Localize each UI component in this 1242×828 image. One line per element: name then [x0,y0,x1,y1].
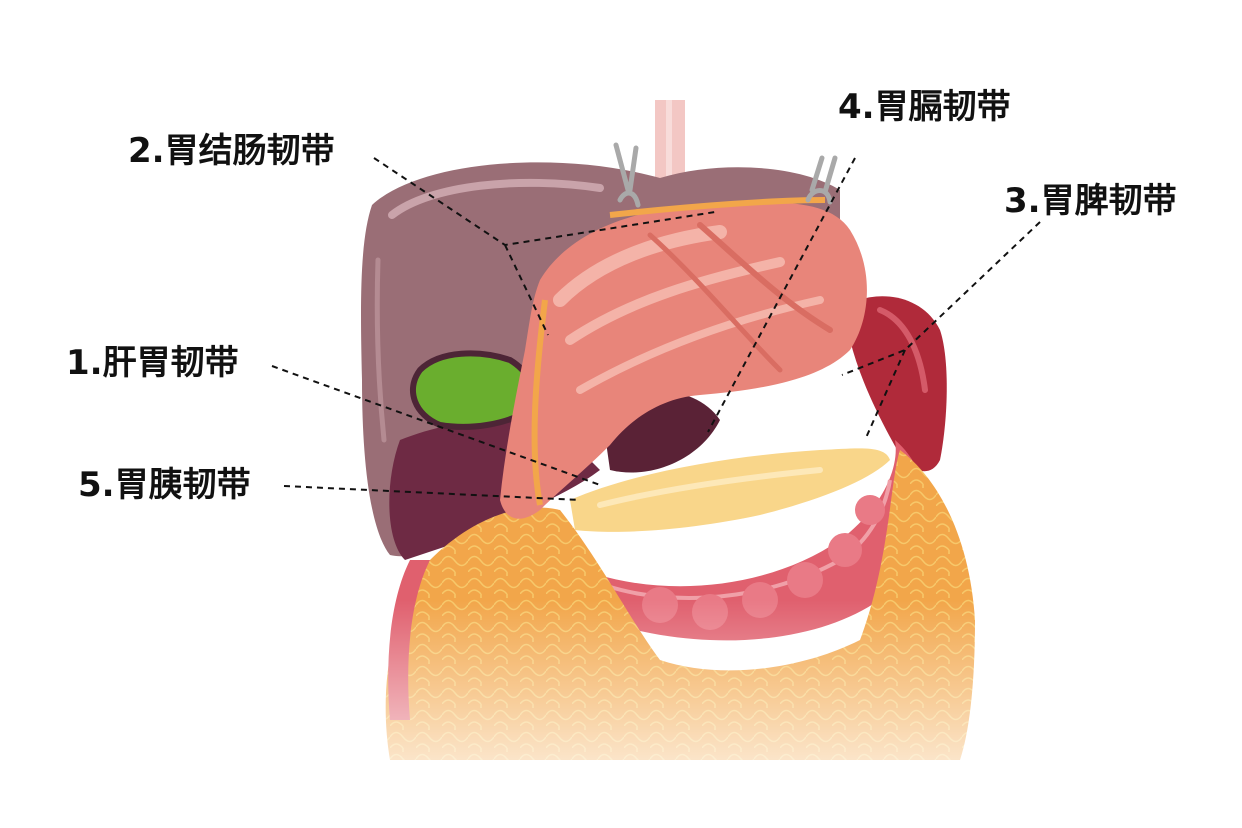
pancreas [570,448,890,532]
leader-line-gastrosplenic [841,221,1041,441]
label-gastrocolic-ligament: 2.胃结肠韧带 [128,131,335,171]
leader-line-gastrophrenic [707,157,856,433]
leader-line-gastrocolic [373,157,716,336]
leader-lines [271,157,1041,501]
label-gastrosplenic-ligament: 3.胃脾韧带 [1004,181,1177,221]
spleen [850,296,947,472]
label-gastrophrenic-ligament: 4.胃膈韧带 [838,87,1011,127]
label-hepatogastric-ligament: 1.肝胃韧带 [66,343,239,383]
retractor-hooks [613,142,838,208]
leader-line-hepatogastric [271,365,601,486]
label-gastropancreatic-ligament: 5.胃胰韧带 [78,465,251,505]
stomach [500,197,867,519]
leader-line-gastropancreatic [283,485,581,501]
